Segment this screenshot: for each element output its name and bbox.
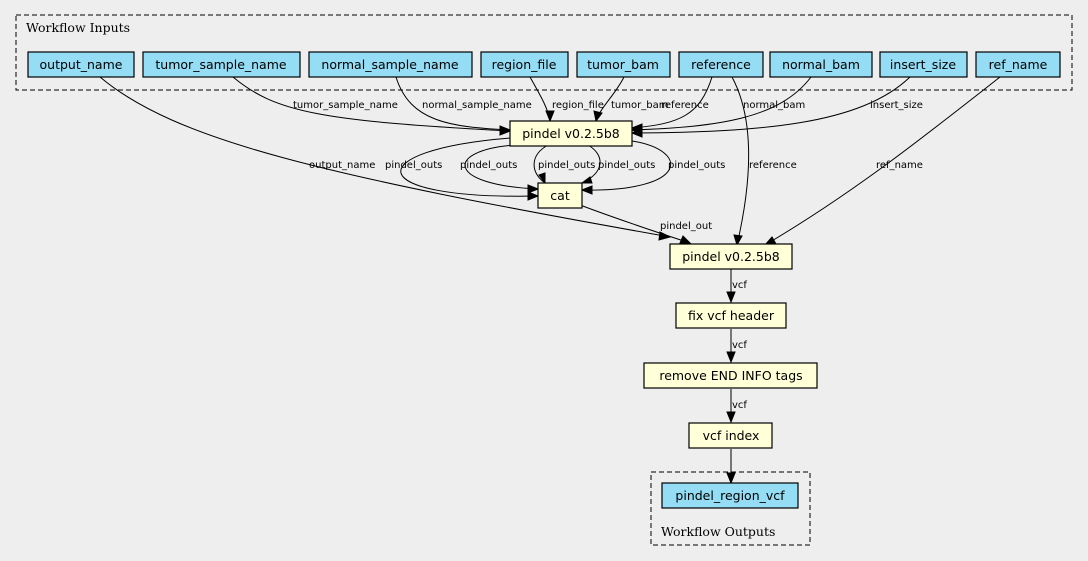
input-tumor-sample-name-label: tumor_sample_name [155, 57, 286, 72]
step-pindel-2[interactable]: pindel v0.2.5b8 [669, 243, 793, 270]
edge-vcf-1: vcf [726, 269, 747, 304]
input-insert-size-label: insert_size [890, 57, 956, 72]
input-ref-name-label: ref_name [989, 57, 1048, 72]
edge-label-normal-sample-name: normal_sample_name [422, 100, 532, 111]
output-pindel-region-vcf[interactable]: pindel_region_vcf [661, 482, 799, 509]
edge-label-pindel-outs-3: pindel_outs [538, 160, 595, 171]
edge-pindel-outs-4: pindel_outs [580, 144, 655, 184]
input-region-file-label: region_file [492, 57, 557, 72]
step-vcf-index-label: vcf index [703, 428, 760, 443]
input-normal-bam[interactable]: normal_bam [769, 51, 873, 78]
edge-pindel-outs-5: pindel_outs [580, 140, 725, 195]
edge-vcf-index-output [726, 449, 736, 485]
step-cat[interactable]: cat [537, 182, 583, 209]
step-fix-vcf-header[interactable]: fix vcf header [675, 302, 787, 329]
edge-label-tumor-bam: tumor_bam [611, 100, 668, 111]
edge-ref-name: ref_name [763, 76, 1001, 246]
input-reference-label: reference [691, 57, 751, 72]
input-output-name-label: output_name [40, 57, 123, 72]
edge-label-pindel-outs-5: pindel_outs [668, 160, 725, 171]
edge-label-ref-name: ref_name [876, 160, 923, 171]
step-remove-end-info-tags-label: remove END INFO tags [659, 368, 802, 383]
output-pindel-region-vcf-label: pindel_region_vcf [675, 488, 785, 503]
edge-region-file: region_file [529, 76, 604, 123]
step-pindel-1[interactable]: pindel v0.2.5b8 [509, 120, 633, 147]
step-cat-label: cat [550, 188, 570, 203]
input-reference[interactable]: reference [678, 51, 764, 78]
edge-label-reference-to-pindel2: reference [749, 160, 797, 171]
edge-label-pindel-outs-1: pindel_outs [385, 160, 442, 171]
edge-pindel-out: pindel_out [579, 204, 712, 244]
edge-insert-size: insert_size [630, 76, 923, 138]
edge-label-reference-to-pindel1: reference [661, 100, 709, 111]
input-output-name[interactable]: output_name [27, 51, 135, 78]
edge-reference-to-pindel2: reference [731, 76, 797, 247]
workflow-outputs-title: Workflow Outputs [661, 524, 775, 539]
edge-label-vcf-1: vcf [732, 280, 747, 291]
input-normal-sample-name-label: normal_sample_name [321, 57, 459, 72]
edge-tumor-bam: tumor_bam [593, 76, 668, 123]
edge-label-output-name: output_name [309, 160, 375, 171]
edge-pindel-outs-2: pindel_outs [460, 144, 540, 194]
edge-vcf-3: vcf [726, 389, 747, 424]
edge-label-pindel-outs-4: pindel_outs [598, 160, 655, 171]
step-fix-vcf-header-label: fix vcf header [688, 308, 775, 323]
edge-label-pindel-out: pindel_out [660, 221, 712, 232]
edge-pindel-outs-1: pindel_outs [385, 137, 540, 201]
input-tumor-sample-name[interactable]: tumor_sample_name [142, 51, 301, 78]
input-ref-name[interactable]: ref_name [975, 51, 1061, 78]
input-normal-bam-label: normal_bam [782, 57, 860, 72]
workflow-outputs-cluster: Workflow Outputs [650, 471, 811, 546]
edge-label-pindel-outs-2: pindel_outs [460, 160, 517, 171]
edge-label-vcf-2: vcf [732, 340, 747, 351]
step-pindel-2-label: pindel v0.2.5b8 [682, 249, 780, 264]
edge-label-region-file: region_file [552, 100, 604, 111]
input-tumor-bam-label: tumor_bam [587, 57, 659, 72]
input-tumor-bam[interactable]: tumor_bam [576, 51, 671, 78]
step-pindel-1-label: pindel v0.2.5b8 [522, 126, 620, 141]
input-insert-size[interactable]: insert_size [879, 51, 968, 78]
workflow-inputs-title: Workflow Inputs [26, 20, 130, 35]
workflow-inputs-cluster: Workflow Inputs [15, 14, 1073, 91]
step-vcf-index[interactable]: vcf index [688, 422, 773, 449]
edge-label-normal-bam: normal_bam [743, 100, 805, 111]
edge-label-vcf-3: vcf [732, 400, 747, 411]
edge-vcf-2: vcf [726, 329, 747, 364]
edge-normal-sample-name: normal_sample_name [395, 76, 532, 135]
input-region-file[interactable]: region_file [480, 51, 569, 78]
edge-label-tumor-sample-name: tumor_sample_name [293, 100, 398, 111]
input-normal-sample-name[interactable]: normal_sample_name [308, 51, 473, 78]
edge-pindel-outs-3: pindel_outs [533, 144, 595, 185]
step-remove-end-info-tags[interactable]: remove END INFO tags [643, 362, 818, 389]
edge-label-insert-size: insert_size [870, 100, 923, 111]
